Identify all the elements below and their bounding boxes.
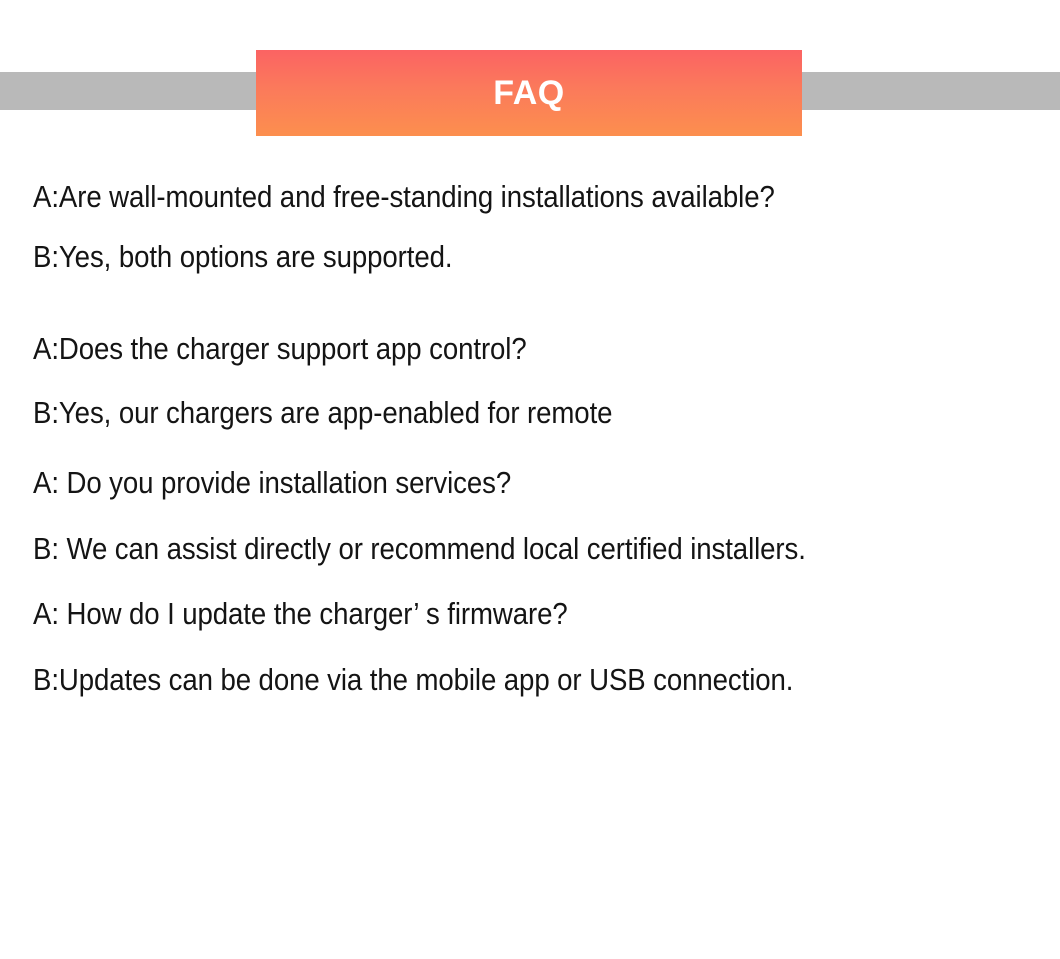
faq-answer-4: B:Updates can be done via the mobile app… (33, 663, 794, 698)
faq-question-3: A: Do you provide installation services? (33, 465, 512, 500)
faq-answer-2: B:Yes, our chargers are app-enabled for … (33, 395, 613, 430)
faq-item-3: A: Do you provide installation services?… (33, 462, 993, 572)
faq-question-4: A: How do I update the charger’ s firmwa… (33, 597, 568, 632)
faq-banner: FAQ (0, 0, 1060, 150)
faq-item-2: A:Does the charger support app control? … (33, 328, 993, 436)
faq-content: A:Are wall-mounted and free-standing ins… (33, 176, 993, 703)
faq-question-1: A:Are wall-mounted and free-standing ins… (33, 180, 775, 214)
faq-answer-1: B:Yes, both options are supported. (33, 239, 453, 274)
faq-answer-3: B: We can assist directly or recommend l… (33, 531, 806, 566)
faq-item-1: A:Are wall-mounted and free-standing ins… (33, 176, 993, 280)
faq-item-4: A: How do I update the charger’ s firmwa… (33, 593, 993, 703)
faq-question-2: A:Does the charger support app control? (33, 331, 527, 366)
faq-title-plate: FAQ (256, 50, 802, 136)
page-title: FAQ (493, 74, 565, 112)
